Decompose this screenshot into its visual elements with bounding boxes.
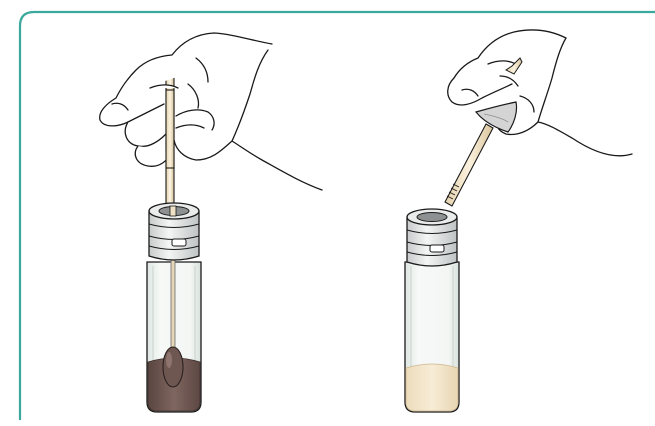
left-swab-front (166, 90, 174, 168)
right-hand-icon (448, 30, 632, 156)
right-cap-icon (407, 209, 457, 266)
right-stick-top (506, 58, 522, 74)
right-sample-liquid (406, 364, 458, 411)
right-panel (405, 30, 632, 412)
left-hand-icon (100, 33, 322, 190)
left-cap-icon (149, 203, 199, 260)
left-panel (100, 33, 322, 412)
right-broken-stick-icon (445, 124, 493, 206)
